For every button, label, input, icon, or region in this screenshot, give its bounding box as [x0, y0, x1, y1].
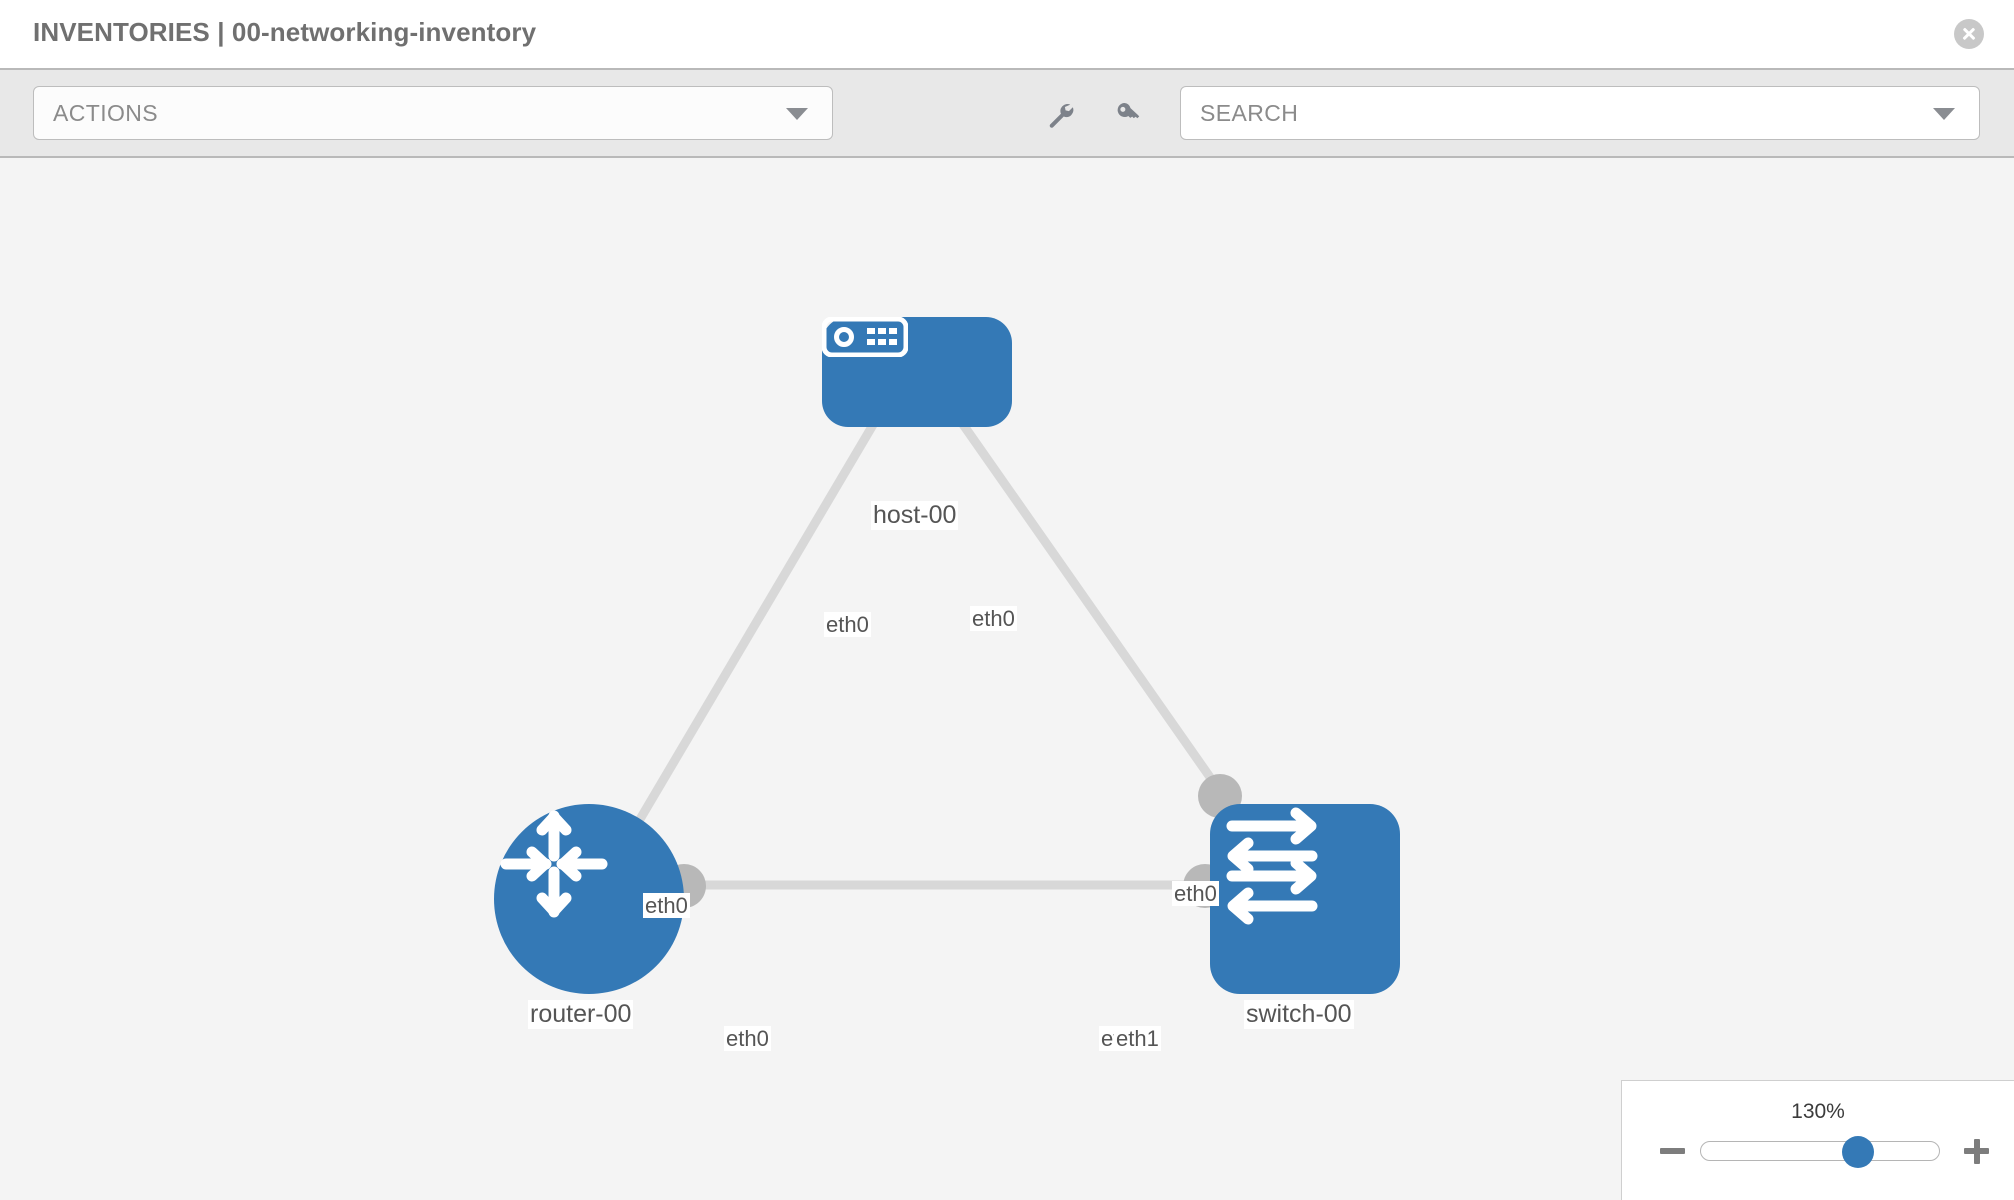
zoom-control-panel: 130% — [1621, 1080, 2014, 1200]
edge-label-switch-up: eth0 — [1172, 881, 1219, 907]
zoom-slider-row — [1622, 1133, 2014, 1169]
edge-label-switch-left: eth1 — [1114, 1026, 1161, 1052]
edge-label-host-left: eth0 — [824, 612, 871, 638]
topology-graph: host-00 router-00 — [0, 158, 2014, 1200]
link-host-router — [606, 410, 884, 873]
wrench-icon[interactable] — [1033, 86, 1087, 140]
search-placeholder: SEARCH — [1200, 100, 1299, 126]
edge-label-host-right: eth0 — [970, 606, 1017, 632]
chevron-down-icon[interactable] — [1933, 108, 1955, 120]
zoom-level-value: 130% — [1791, 1100, 1845, 1123]
plus-icon[interactable] — [1960, 1135, 1994, 1167]
key-icon[interactable] — [1102, 86, 1156, 140]
bidirectional-arrows-switch-icon — [1210, 804, 1400, 994]
zoom-slider[interactable] — [1700, 1136, 1940, 1168]
server-appliance-icon — [822, 317, 1012, 427]
node-label-switch: switch-00 — [1244, 1000, 1354, 1029]
edge-label-router-up: eth0 — [643, 893, 690, 919]
close-icon[interactable] — [1954, 19, 1984, 49]
actions-dropdown[interactable]: ACTIONS — [33, 86, 833, 140]
actions-dropdown-label: ACTIONS — [53, 100, 159, 126]
minus-icon[interactable] — [1656, 1135, 1690, 1167]
page-title: INVENTORIES | 00-networking-inventory — [33, 17, 537, 47]
zoom-slider-thumb[interactable] — [1842, 1136, 1875, 1168]
topology-canvas[interactable]: host-00 router-00 — [0, 158, 2014, 1200]
chevron-down-icon — [786, 108, 808, 120]
page-header: INVENTORIES | 00-networking-inventory — [0, 0, 2014, 68]
topology-links — [606, 410, 1279, 890]
node-host-00[interactable]: host-00 — [822, 317, 1012, 530]
search-input[interactable]: SEARCH — [1180, 86, 1980, 140]
edge-label-router-right: eth0 — [724, 1026, 771, 1052]
node-label-host: host-00 — [871, 501, 959, 530]
node-label-router: router-00 — [528, 1000, 634, 1029]
node-switch-00[interactable]: switch-00 — [1210, 804, 1400, 1029]
toolbar: ACTIONS SEARCH — [0, 68, 2014, 158]
